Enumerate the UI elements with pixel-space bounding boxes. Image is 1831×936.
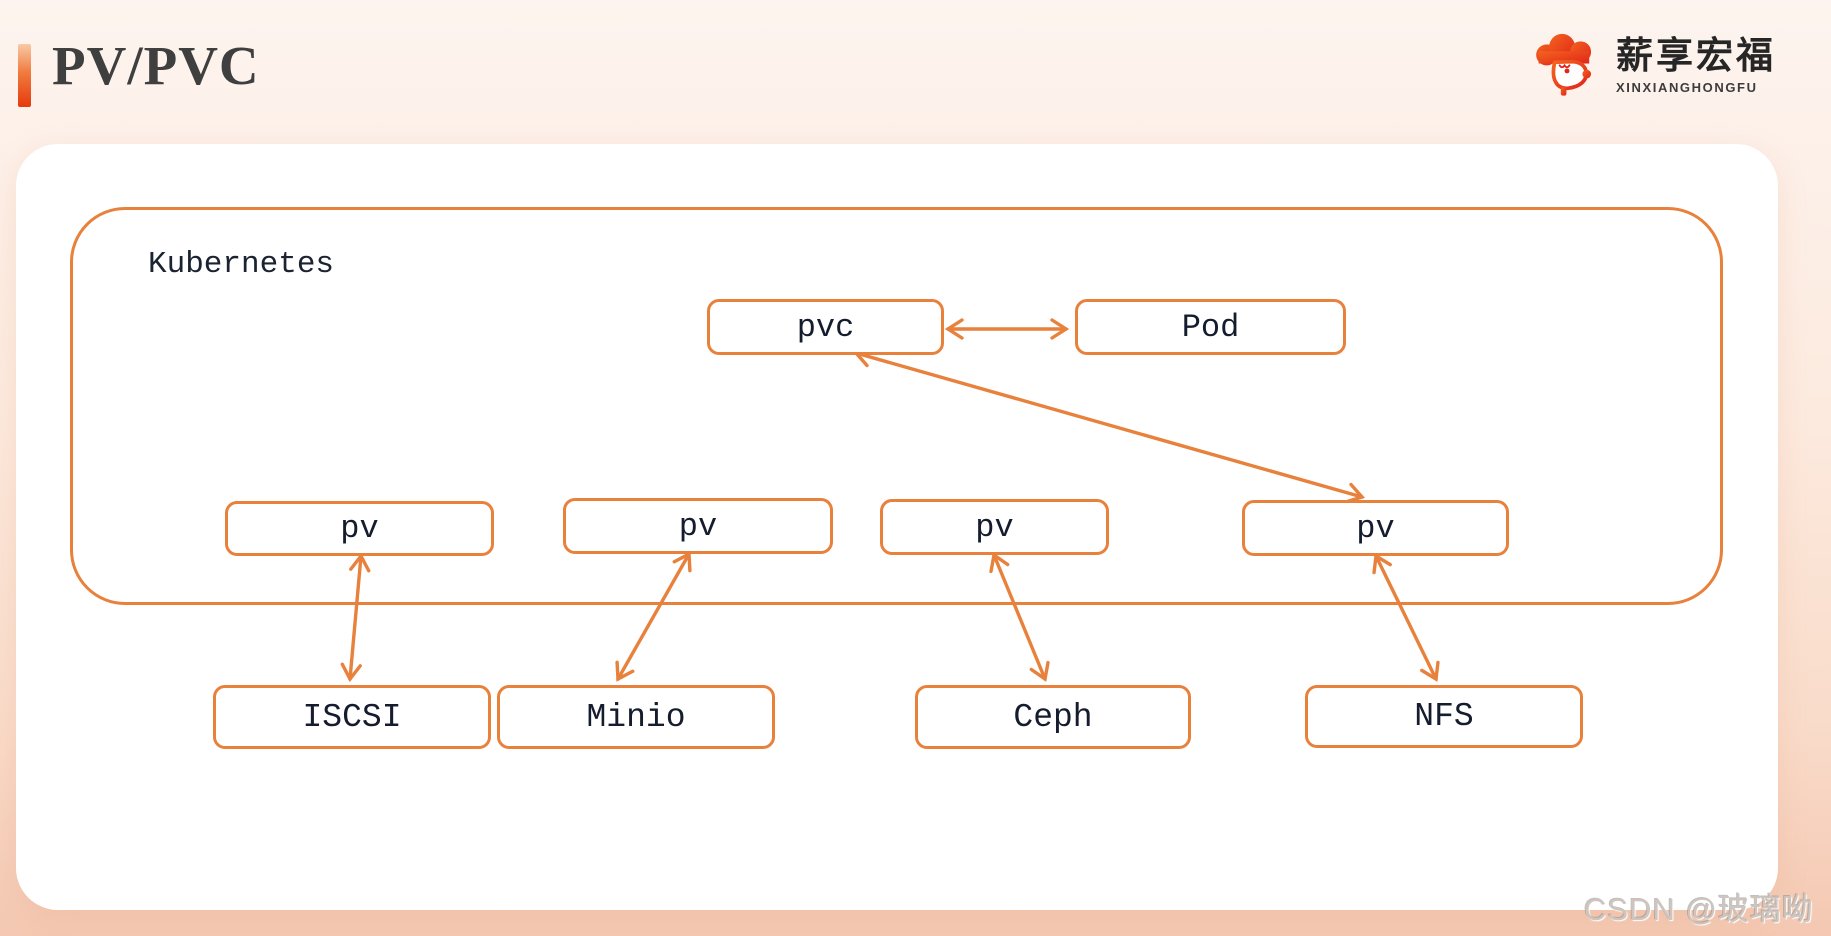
brand-dog-cloud-icon xyxy=(1530,26,1604,106)
title-accent-bar xyxy=(18,44,31,107)
brand-logo: 薪享宏福 XINXIANGHONGFU xyxy=(1530,26,1776,106)
node-pv-2: pv xyxy=(563,498,833,554)
brand-name-cn: 薪享宏福 xyxy=(1616,35,1776,77)
kubernetes-container-box xyxy=(70,207,1723,605)
page-title: PV/PVC xyxy=(52,35,260,96)
node-iscsi: ISCSI xyxy=(213,685,491,749)
node-pv-4: pv xyxy=(1242,500,1509,556)
brand-name-en: XINXIANGHONGFU xyxy=(1616,79,1758,95)
node-pvc: pvc xyxy=(707,299,944,355)
kubernetes-label: Kubernetes xyxy=(148,247,335,282)
node-pv-1: pv xyxy=(225,501,494,556)
node-pod: Pod xyxy=(1075,299,1346,355)
node-minio: Minio xyxy=(497,685,775,749)
node-nfs: NFS xyxy=(1305,685,1583,748)
node-pv-3: pv xyxy=(880,499,1109,555)
csdn-watermark: CSDN @玻璃呦 xyxy=(1584,892,1814,927)
node-ceph: Ceph xyxy=(915,685,1191,749)
